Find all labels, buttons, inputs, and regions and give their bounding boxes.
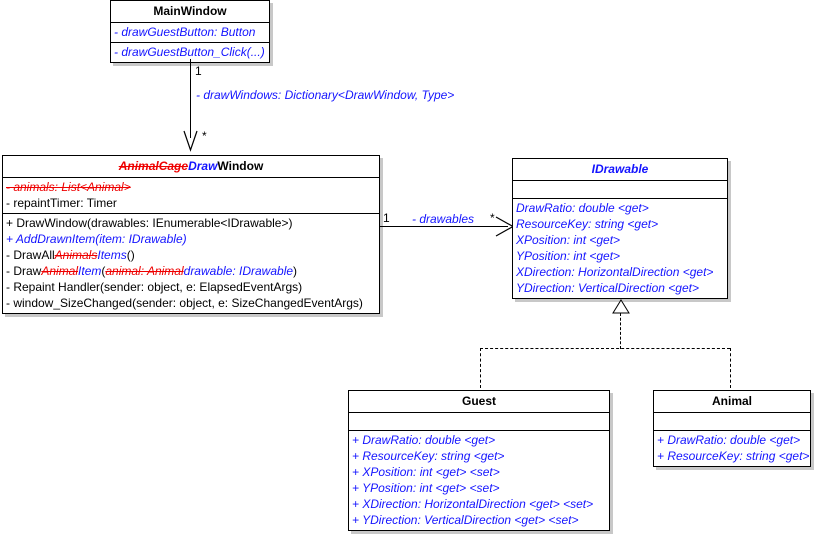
attribute-row: - repaintTimer: Timer (3, 195, 379, 211)
operations-compartment-draw-window: + DrawWindow(drawables: IEnumerable<IDra… (3, 214, 379, 313)
operation-row: XPosition: int <get> (513, 232, 727, 248)
operation-text-removed: Animal (41, 264, 79, 278)
operation-text: + DrawRatio: double <get> (352, 433, 496, 447)
association-arrowhead-main-to-draw (183, 130, 198, 152)
operation-row: - Repaint Handler(sender: object, e: Ela… (3, 279, 379, 295)
class-name-new-part: Draw (188, 159, 218, 173)
operations-compartment-guest: + DrawRatio: double <get> + ResourceKey:… (349, 431, 609, 530)
operation-text: YPosition: int <get> (516, 249, 621, 263)
multiplicity-draw-to-idrawable-source: 1 (383, 211, 390, 225)
operation-text-part: - DrawAll (6, 248, 55, 262)
operation-text: XPosition: int <get> (516, 233, 621, 247)
operation-text: + YDirection: VerticalDirection <get> <s… (352, 513, 579, 527)
operation-text: - window_SizeChanged(sender: object, e: … (6, 296, 363, 310)
operation-text: + DrawWindow(drawables: IEnumerable<IDra… (6, 216, 293, 230)
operation-text-added: Items (97, 248, 127, 262)
realization-crossbar (480, 348, 730, 349)
realization-branch-animal (730, 348, 731, 388)
operation-row: + XPosition: int <get> <set> (349, 464, 609, 480)
operation-text: + DrawRatio: double <get> (657, 433, 801, 447)
realization-branch-guest (480, 348, 481, 388)
operation-row: - window_SizeChanged(sender: object, e: … (3, 295, 379, 311)
attribute-row: - drawGuestButton: Button (111, 24, 269, 40)
operation-text: YDirection: VerticalDirection <get> (516, 281, 699, 295)
operation-text: ResourceKey: string <get> (516, 217, 659, 231)
operation-text: + ResourceKey: string <get> (352, 449, 505, 463)
operation-row: - DrawAnimalItem(animal: Animaldrawable:… (3, 263, 379, 279)
operation-row: XDirection: HorizontalDirection <get> (513, 264, 727, 280)
operations-compartment-animal: + DrawRatio: double <get> + ResourceKey:… (654, 431, 810, 466)
operation-text-part: () (126, 248, 135, 262)
operation-row: + ResourceKey: string <get> (654, 448, 810, 464)
operation-row: - drawGuestButton_Click(...) (111, 44, 269, 60)
realization-triangle-idrawable (612, 299, 630, 314)
attributes-compartment-idrawable (513, 181, 727, 199)
class-name-guest: Guest (461, 394, 496, 408)
operation-text: + XPosition: int <get> <set> (352, 465, 500, 479)
class-box-draw-window[interactable]: AnimalCageDrawWindow - animals: List<Ani… (2, 155, 380, 314)
operation-row: + YDirection: VerticalDirection <get> <s… (349, 512, 609, 528)
operation-param-added: drawable: IDrawable (183, 264, 294, 278)
attributes-compartment-animal (654, 413, 810, 431)
multiplicity-main-to-draw-target: * (202, 129, 207, 143)
operation-row: + YPosition: int <get> <set> (349, 480, 609, 496)
operation-row: ResourceKey: string <get> (513, 216, 727, 232)
multiplicity-draw-to-idrawable-target: * (490, 211, 495, 225)
operation-param-removed: animal: Animal (105, 264, 184, 278)
attributes-compartment-guest (349, 413, 609, 431)
association-line-main-to-draw (190, 59, 191, 138)
operation-text: + YPosition: int <get> <set> (352, 481, 500, 495)
operation-text-removed: Animals (54, 248, 98, 262)
operation-text: + ResourceKey: string <get> (657, 449, 810, 463)
operation-text-part: - Draw (6, 264, 42, 278)
class-name-main-window: MainWindow (153, 4, 227, 18)
class-title-main-window: MainWindow (111, 1, 269, 23)
operation-row: + DrawRatio: double <get> (654, 432, 810, 448)
class-box-main-window[interactable]: MainWindow - drawGuestButton: Button - d… (110, 0, 270, 63)
class-title-draw-window: AnimalCageDrawWindow (3, 156, 379, 178)
operation-text: XDirection: HorizontalDirection <get> (516, 265, 714, 279)
operation-text-part: ) (293, 264, 298, 278)
class-name-animal: Animal (711, 394, 752, 408)
operation-row: + ResourceKey: string <get> (349, 448, 609, 464)
class-title-idrawable: IDrawable (513, 159, 727, 181)
class-name-old-part: AnimalCage (118, 159, 189, 173)
class-box-guest[interactable]: Guest + DrawRatio: double <get> + Resour… (348, 390, 610, 531)
class-name-kept-part: Window (217, 159, 264, 173)
attribute-row: - animals: List<Animal> (3, 179, 379, 195)
class-title-guest: Guest (349, 391, 609, 413)
operations-compartment-idrawable: DrawRatio: double <get> ResourceKey: str… (513, 199, 727, 298)
class-box-animal[interactable]: Animal + DrawRatio: double <get> + Resou… (653, 390, 811, 467)
class-name-idrawable: IDrawable (591, 162, 649, 176)
operation-text: + AddDrawnItem(item: IDrawable) (6, 232, 187, 246)
attribute-text: - animals: List<Animal> (6, 180, 131, 194)
class-box-idrawable[interactable]: IDrawable DrawRatio: double <get> Resour… (512, 158, 728, 299)
operation-row: + DrawRatio: double <get> (349, 432, 609, 448)
operations-compartment-main-window: - drawGuestButton_Click(...) (111, 43, 269, 62)
attributes-compartment-main-window: - drawGuestButton: Button (111, 23, 269, 43)
operation-row: YPosition: int <get> (513, 248, 727, 264)
realization-stem (620, 313, 621, 349)
operation-row: + DrawWindow(drawables: IEnumerable<IDra… (3, 215, 379, 231)
attribute-text: - repaintTimer: Timer (6, 196, 117, 210)
class-title-animal: Animal (654, 391, 810, 413)
attribute-text: - drawGuestButton: Button (114, 25, 256, 39)
operation-row: DrawRatio: double <get> (513, 200, 727, 216)
multiplicity-main-to-draw-source: 1 (195, 64, 202, 78)
operation-text-added: Item (78, 264, 102, 278)
operation-text-part: ( (101, 264, 106, 278)
role-label-draw-to-idrawable: - drawables (412, 212, 475, 226)
association-line-draw-to-idrawable (380, 226, 508, 227)
operation-text: - drawGuestButton_Click(...) (114, 45, 265, 59)
role-label-main-to-draw: - drawWindows: Dictionary<DrawWindow, Ty… (196, 88, 455, 102)
operation-text: DrawRatio: double <get> (516, 201, 649, 215)
operation-row: + AddDrawnItem(item: IDrawable) (3, 231, 379, 247)
attributes-compartment-draw-window: - animals: List<Animal> - repaintTimer: … (3, 178, 379, 214)
operation-text: - Repaint Handler(sender: object, e: Ela… (6, 280, 303, 294)
operation-text: + XDirection: HorizontalDirection <get> … (352, 497, 594, 511)
operation-row: + XDirection: HorizontalDirection <get> … (349, 496, 609, 512)
operation-row: - DrawAllAnimalsItems() (3, 247, 379, 263)
operation-row: YDirection: VerticalDirection <get> (513, 280, 727, 296)
